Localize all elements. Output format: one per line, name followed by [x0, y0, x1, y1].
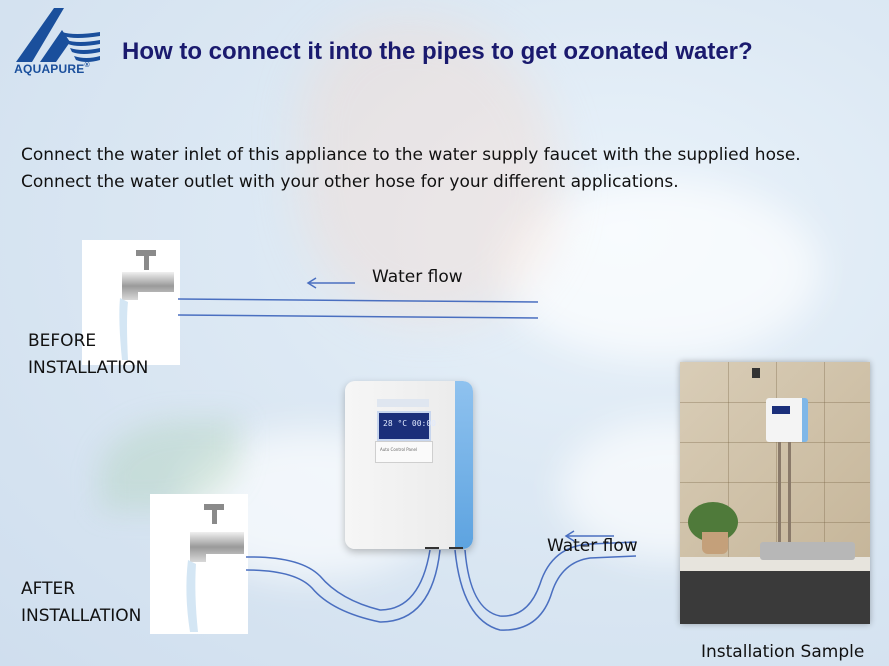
water-flow-label-before: Water flow	[372, 267, 463, 287]
faucet-before-image	[82, 240, 180, 365]
device-side-panel	[455, 381, 473, 549]
ozone-device: 28 °C 00:00 Auto Control Panel	[345, 381, 473, 549]
brand-name: AQUAPURE®	[0, 62, 104, 76]
device-outlet-port	[449, 547, 463, 549]
after-label-line-1: AFTER	[21, 579, 76, 599]
water-flow-label-after: Water flow	[547, 536, 638, 556]
device-readout: 28 °C 00:00	[383, 419, 436, 428]
before-label-line-1: BEFORE	[28, 331, 97, 351]
inlet-hose	[245, 549, 441, 623]
photo-plug	[752, 368, 760, 378]
outlet-hose	[464, 541, 637, 617]
installation-sample-photo	[680, 362, 870, 624]
brand-wordmark: AQUAPURE	[14, 62, 85, 76]
registered-mark: ®	[84, 62, 90, 69]
faucet-after-image	[150, 494, 248, 634]
device-label-panel: Auto Control Panel	[375, 441, 433, 463]
photo-device	[766, 398, 808, 442]
photo-countertop	[680, 557, 870, 571]
before-installation-label: BEFORE INSTALLATION	[28, 328, 148, 382]
photo-pot	[702, 532, 728, 554]
after-label-line-2: INSTALLATION	[21, 606, 142, 626]
device-panel-text: Auto Control Panel	[380, 447, 418, 452]
flow-arrow-icon	[564, 530, 614, 542]
device-display: 28 °C 00:00	[377, 411, 436, 441]
background-cloud	[500, 180, 820, 360]
page-title: How to connect it into the pipes to get …	[122, 38, 753, 65]
inlet-hose	[245, 549, 431, 611]
before-label-line-2: INSTALLATION	[28, 358, 149, 378]
faucet-icon	[186, 504, 244, 632]
flow-arrow-icon	[306, 277, 355, 289]
photo-cabinet	[680, 571, 870, 624]
hose-line	[177, 298, 539, 303]
description-line-2: Connect the water outlet with your other…	[21, 172, 679, 192]
background-hand	[300, 20, 560, 320]
after-installation-label: AFTER INSTALLATION	[21, 576, 141, 630]
outlet-hose	[454, 549, 637, 631]
device-button-strip	[377, 399, 429, 407]
installation-sample-caption: Installation Sample	[701, 642, 865, 662]
brand-logo-icon	[16, 8, 100, 62]
photo-sink	[760, 542, 855, 560]
hose-line	[177, 314, 539, 319]
faucet-icon	[119, 250, 174, 360]
device-inlet-port	[425, 547, 439, 549]
description-line-1: Connect the water inlet of this applianc…	[21, 145, 801, 165]
